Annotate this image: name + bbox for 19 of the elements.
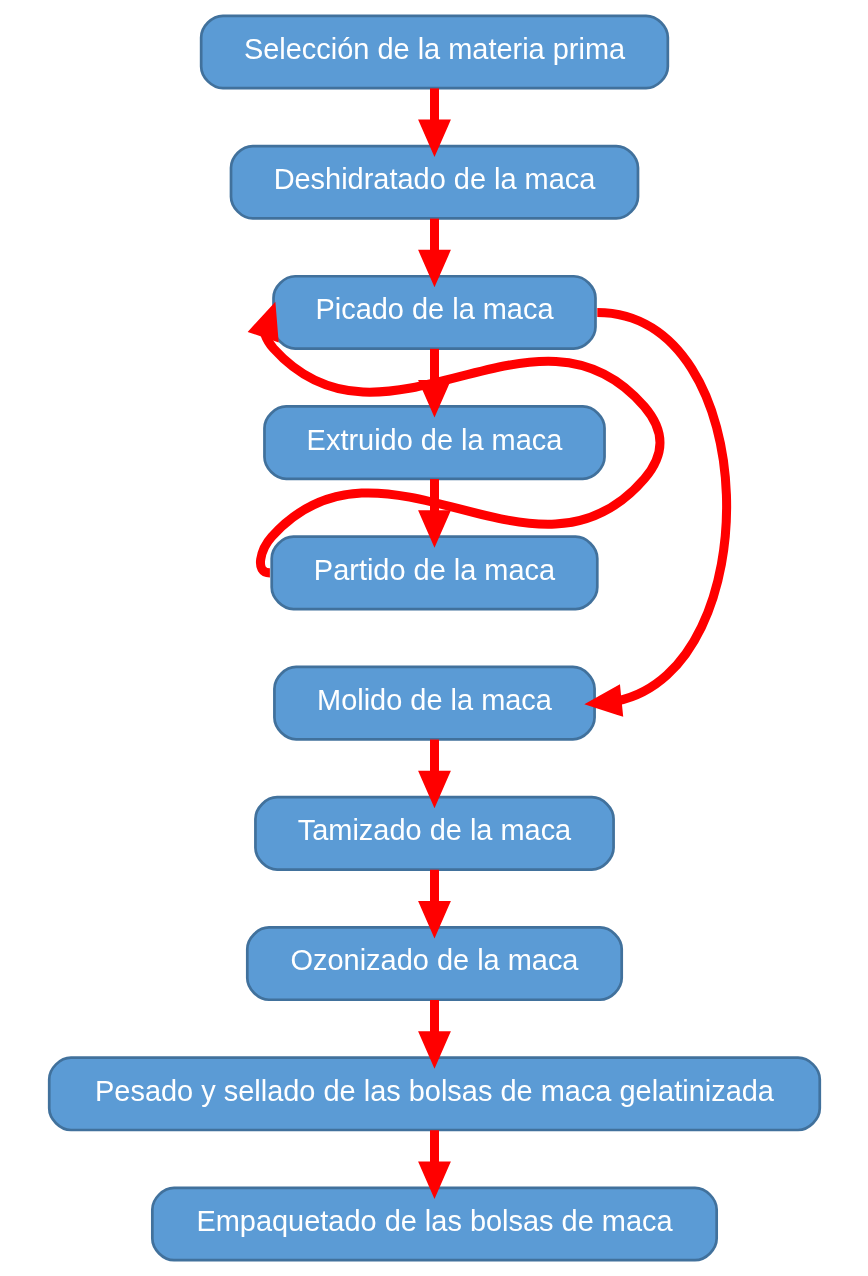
node-box: Molido de la maca [272, 665, 596, 741]
node-box: Pesado y sellado de las bolsas de maca gelatinizada [47, 1056, 821, 1132]
node-box: Deshidratado de la maca [229, 144, 639, 220]
arrow [417, 869, 451, 939]
arrow [417, 1130, 451, 1199]
arrow [583, 307, 731, 717]
node-box: Ozonizado de la maca [245, 926, 623, 1002]
node-box: Empaquetado de las bolsas de maca [150, 1186, 718, 1262]
arrow [417, 88, 451, 158]
node-box: Extruido de la maca [262, 405, 606, 481]
node-box: Partido de la maca [269, 535, 599, 611]
arrow [247, 301, 664, 577]
arrow [417, 479, 451, 548]
node-box: Tamizado de la maca [253, 795, 615, 871]
arrow [417, 739, 451, 809]
node-box: Selección de la materia prima [199, 14, 669, 90]
arrow [417, 1000, 451, 1069]
node-box: Picado de la maca [271, 274, 597, 350]
arrow [417, 218, 451, 288]
